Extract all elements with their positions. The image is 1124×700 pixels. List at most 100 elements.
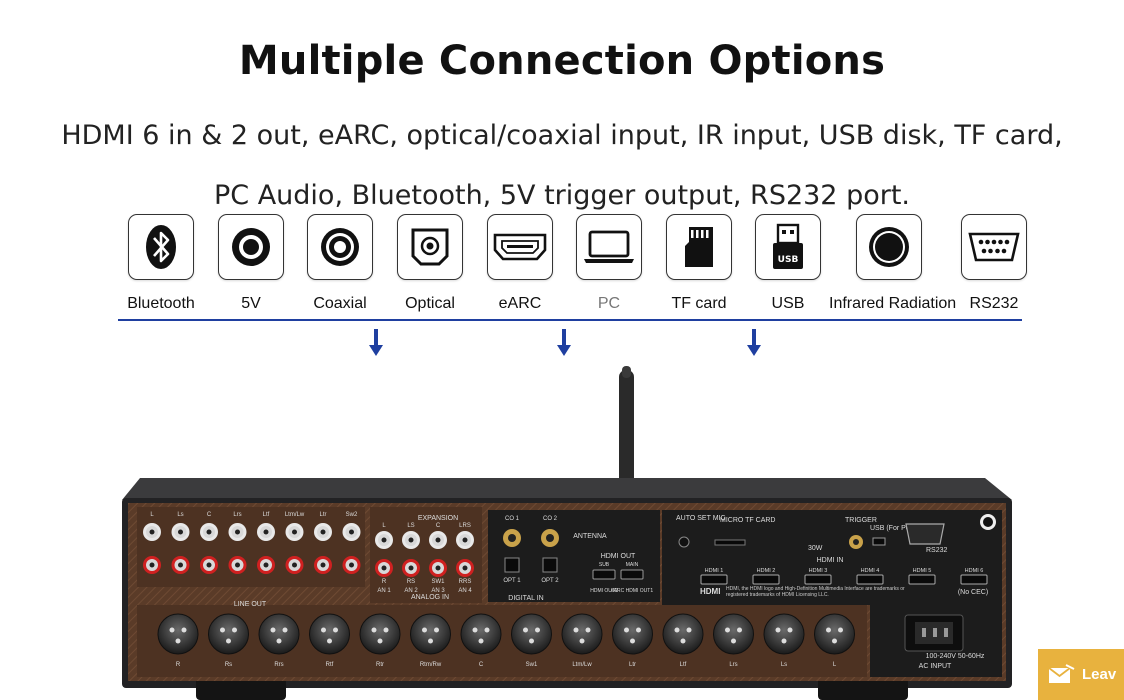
expansion-channel-label: LRS: [459, 523, 471, 529]
connection-item-optical: Optical: [370, 214, 490, 313]
hdmi-in-port-label: HDMI 5: [913, 568, 932, 574]
rca-channel-label: Ltr: [319, 512, 326, 518]
connection-item-usb: USB USB: [728, 214, 848, 313]
hdmi-trademark: HDMI, the HDMI logo and High-Definition …: [726, 586, 905, 598]
analog-in-jack-label: AN 4: [458, 588, 472, 594]
hdmi-out-port: [592, 569, 616, 580]
rca-channel-label: Ltf: [263, 512, 270, 518]
xlr-channel-label: Sw1: [526, 662, 538, 668]
xlr-connector: [612, 613, 653, 655]
hdmi-in-port-label: HDMI 1: [705, 568, 724, 574]
xlr-connector: [763, 613, 805, 655]
rca-line-out-block: [137, 507, 365, 587]
optical-jack: [542, 557, 558, 573]
ac-input-label: AC INPUT: [919, 663, 952, 670]
expansion-channel-label: C: [436, 523, 441, 529]
hdmi-out-port-label: SUB: [599, 562, 610, 568]
xlr-connector: [258, 613, 300, 655]
xlr-channel-label: C: [479, 662, 484, 668]
hdmi-out-block: [570, 510, 660, 602]
hdmi-out-caption: eARC HDMI OUT1: [611, 588, 653, 594]
xlr-connector: [359, 613, 401, 655]
connection-label: Optical: [405, 295, 455, 312]
digital-in-block: [488, 510, 570, 602]
xlr-channel-label: Rtf: [326, 662, 334, 668]
ac-voltage-label: 100-240V 50-60Hz: [926, 653, 985, 660]
expansion-channel-label: L: [382, 523, 386, 529]
rca-channel-label: C: [207, 512, 212, 518]
xlr-connector: [713, 613, 754, 655]
connection-item-coaxial: Coaxial: [280, 214, 400, 313]
connection-label: Infrared Radiation: [829, 295, 957, 312]
hdmi-in-port-label: HDMI 4: [861, 568, 880, 574]
hdmi-in-port: [752, 574, 780, 585]
xlr-connector: [561, 613, 603, 655]
rs232-port: [905, 523, 945, 545]
xlr-channel-label: L: [833, 662, 837, 668]
rs232-icon: [961, 214, 1027, 280]
connection-label: eARC: [498, 295, 542, 312]
page-title: Multiple Connection Options: [238, 38, 886, 84]
svg-text:USB: USB: [778, 255, 799, 265]
xlr-connector: [309, 613, 350, 655]
xlr-channel-label: Ltr: [629, 662, 636, 668]
rs232-port-label: RS232: [926, 547, 948, 554]
xlr-connector: [157, 613, 199, 655]
usb-port: [872, 537, 886, 546]
connection-item-earc: eARC: [460, 214, 580, 313]
xlr-channel-label: Ltm/Lw: [572, 662, 592, 668]
auto-set-mic-label: AUTO SET MIC: [676, 515, 726, 522]
subtitle-line-1: HDMI 6 in & 2 out, eARC, optical/coaxial…: [61, 120, 1063, 151]
expansion-block: [370, 507, 482, 603]
expansion-channel-label: SW1: [431, 579, 445, 585]
coaxial-jack-label: CO 2: [543, 516, 558, 522]
optical-jack: [504, 557, 520, 573]
connection-label: PC: [597, 295, 621, 312]
xlr-connector: [208, 613, 249, 655]
down-arrow-icon: [747, 329, 761, 356]
xlr-channel-label: R: [176, 662, 181, 668]
connection-item-pc: PC: [549, 214, 669, 313]
leave-message-badge[interactable]: Leav: [1038, 649, 1124, 700]
hdmi-in-port: [856, 574, 884, 585]
expansion-channel-label: RRS: [459, 579, 472, 585]
hdmi-in-port: [700, 574, 728, 585]
hdmi-in-label: HDMI IN: [817, 557, 844, 564]
expansion-label: EXPANSION: [418, 515, 458, 522]
laptop-icon: [576, 214, 642, 280]
blue-divider-line: [118, 319, 1022, 321]
xlr-connector: [460, 613, 502, 655]
antenna-label: ANTENNA: [573, 533, 607, 540]
xlr-connector: [662, 613, 704, 655]
rca-channel-label: Sw2: [346, 512, 358, 518]
optical-jack-label: OPT 2: [541, 578, 559, 584]
xlr-connector: [410, 613, 451, 655]
connection-label: USB: [771, 295, 805, 312]
leave-message-label: Leav: [1082, 666, 1117, 683]
infrared-icon: [856, 214, 922, 280]
line-out-label: LINE OUT: [234, 601, 267, 608]
tf-card-block: [662, 510, 842, 560]
digital-in-label: DIGITAL IN: [508, 595, 543, 602]
bluetooth-icon: [128, 214, 194, 280]
hdmi-out-port: [620, 569, 644, 580]
hdmi-logo: HDMI: [700, 587, 720, 596]
optical-jack-label: OPT 1: [503, 578, 521, 584]
connection-label: 5V: [241, 295, 261, 312]
connection-item-infrared: Infrared Radiation: [829, 214, 957, 313]
connection-label: RS232: [969, 295, 1019, 312]
analog-in-jack-label: AN 3: [431, 588, 445, 594]
expansion-channel-label: R: [382, 579, 387, 585]
connection-label: TF card: [671, 295, 727, 312]
hdmi-icon: [487, 214, 553, 280]
sd-card-icon: [666, 214, 732, 280]
5v-jack-icon: [218, 214, 284, 280]
xlr-channel-label: Ls: [781, 662, 787, 668]
subtitle-line-2: PC Audio, Bluetooth, 5V trigger output, …: [213, 180, 910, 211]
xlr-connector: [511, 613, 552, 655]
down-arrow-icon: [369, 329, 383, 356]
analog-in-jack-label: AN 1: [377, 588, 391, 594]
connection-item-5v: 5V: [191, 214, 311, 313]
envelope-icon: [1048, 663, 1075, 683]
